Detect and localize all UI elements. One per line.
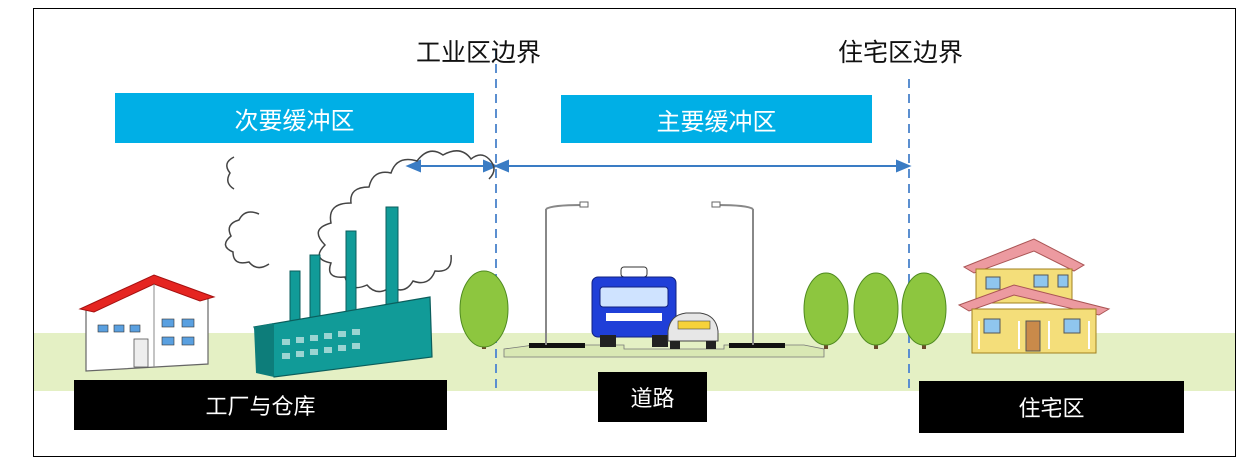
industrial-boundary-label: 工业区边界 xyxy=(416,38,542,67)
tree-industrial-side xyxy=(459,270,509,349)
residential-boundary-label: 住宅区边界 xyxy=(838,38,964,67)
primary-buffer-label: 主要缓冲区 xyxy=(656,107,777,136)
smoke-cloud xyxy=(317,150,495,293)
smoke-trail xyxy=(226,156,235,190)
truck-illustration xyxy=(591,266,677,347)
residential-area-label: 住宅区 xyxy=(1018,397,1085,422)
secondary-buffer-zone: 次要缓冲区 xyxy=(115,93,474,143)
car-illustration xyxy=(667,312,719,349)
street-lamp-right xyxy=(711,201,754,345)
secondary-buffer-arrow xyxy=(405,159,499,173)
road-label: 道路 xyxy=(630,387,675,412)
diagram-frame: 工业区边界 住宅区边界 次要缓冲区 主要缓冲区 工厂与仓库 道路 住宅区 xyxy=(33,8,1236,457)
tree-row-residential xyxy=(803,272,947,349)
warehouse-illustration xyxy=(78,274,216,372)
street-lamp-left xyxy=(545,201,589,345)
road-illustration xyxy=(503,343,825,358)
house-illustration xyxy=(957,238,1111,354)
primary-buffer-arrow xyxy=(493,159,912,173)
secondary-buffer-label: 次要缓冲区 xyxy=(234,106,355,135)
factory-warehouse-area: 工厂与仓库 xyxy=(74,380,447,430)
road-area: 道路 xyxy=(598,372,707,422)
primary-buffer-zone: 主要缓冲区 xyxy=(561,95,872,143)
residential-area: 住宅区 xyxy=(919,381,1184,433)
smoke-puff-left xyxy=(224,211,270,269)
factory-warehouse-label: 工厂与仓库 xyxy=(205,395,316,420)
scene-illustration xyxy=(34,49,1235,391)
factory-illustration xyxy=(253,206,433,378)
